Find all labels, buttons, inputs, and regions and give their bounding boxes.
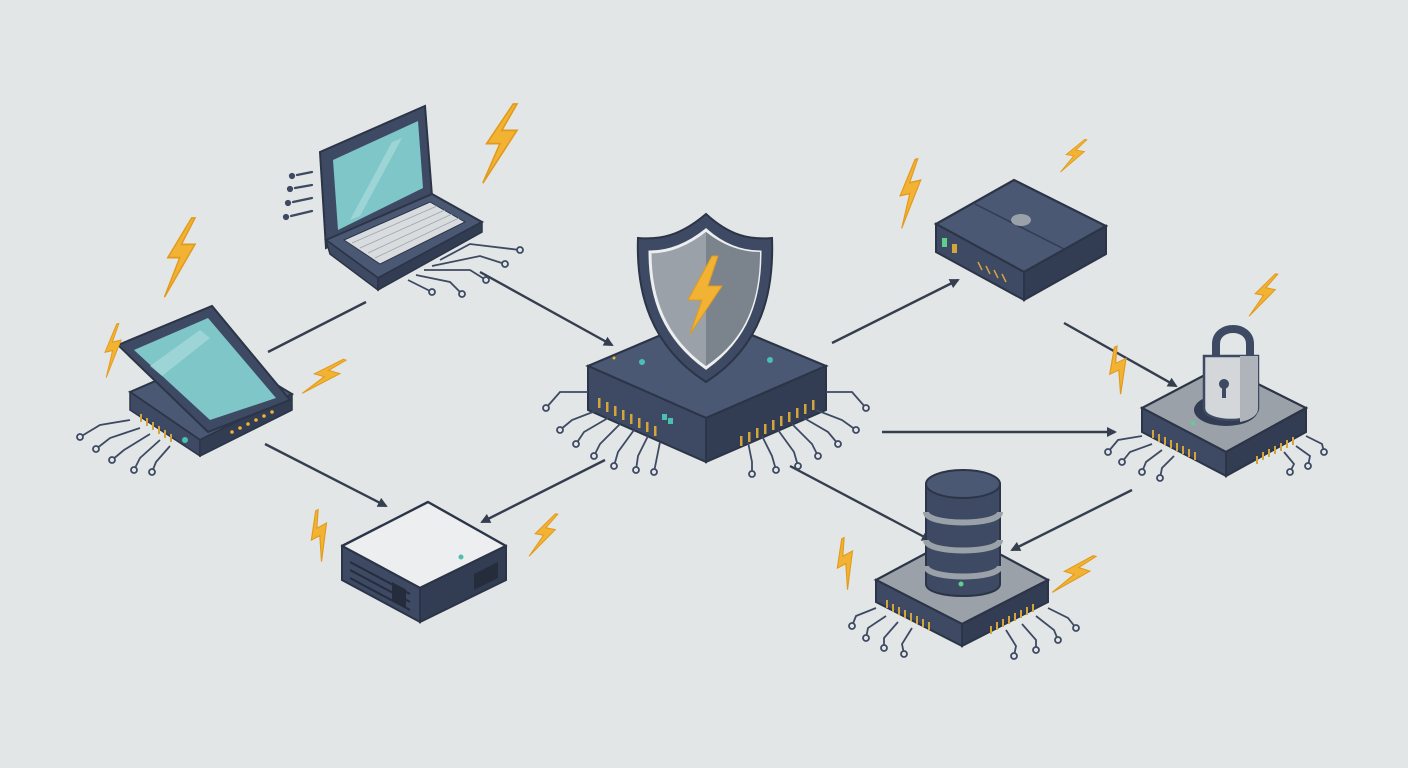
connections [264,270,1178,552]
modem-icon [933,178,1109,302]
edge-lock-database [1010,488,1133,552]
lightning-icon [481,103,518,185]
edge-tablet-router [264,442,388,508]
lightning-icon [295,508,344,563]
edge-laptop-hub [479,270,614,347]
lightning-icon [163,217,196,299]
edge-hub-database [789,464,932,542]
lightning-icon [1051,547,1097,602]
router-icon [340,500,508,624]
laptop-icon [282,104,524,298]
padlock-chip-icon [1104,325,1328,482]
lightning-icon [528,509,559,561]
motion-lines-icon [282,170,314,221]
lightning-icon [301,352,347,402]
edge-tablet-laptop [267,300,367,354]
edge-hub-modem [831,278,960,345]
tablet-icon [76,304,295,476]
lightning-icon [892,158,928,230]
database-chip-icon [848,469,1080,660]
edge-hub-router [480,458,606,524]
shield-chip-icon [542,212,870,478]
lightning-icon [1248,269,1279,321]
lightning-icon [821,536,870,591]
edge-modem-lock [1063,321,1178,388]
lightning-icon [98,323,127,379]
lightning-icon [1060,136,1088,176]
